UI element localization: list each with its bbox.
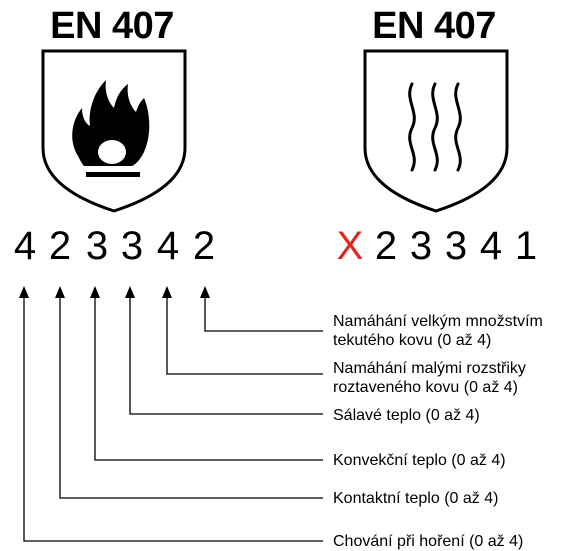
arrowhead-small-splashes xyxy=(162,286,172,298)
code-digit-large-molten-metal: 2 xyxy=(192,224,216,268)
code-digit-convective-heat: 3 xyxy=(85,224,109,268)
legend-line: roztaveného kovu (0 až 4) xyxy=(333,379,518,396)
flame-icon xyxy=(72,80,150,177)
arrowhead-large-molten-metal xyxy=(200,286,210,298)
connector-small-splashes xyxy=(166,297,323,375)
code-digit-small-splashes: 4 xyxy=(156,224,180,268)
legend-radiant-heat: Sálavé teplo (0 až 4) xyxy=(333,407,480,424)
legend-flame-behaviour: Chování při hoření (0 až 4) xyxy=(333,533,524,550)
code-digit-contact-heat: 2 xyxy=(48,224,72,268)
legend-large-molten-metal: Namáhání velkým množstvím tekutého kovu … xyxy=(333,312,543,350)
connector-contact-heat xyxy=(59,297,323,499)
code-digit-radiant-heat: 3 xyxy=(120,224,144,268)
arrowhead-contact-heat xyxy=(55,286,65,298)
legend-small-splashes: Namáhání malými rozstřiky roztaveného ko… xyxy=(333,359,526,397)
code-digit-small-splashes: 4 xyxy=(479,224,503,268)
legend-line: Namáhání malými rozstřiky xyxy=(333,360,526,377)
legend-line: Namáhání velkým množstvím xyxy=(333,313,543,330)
arrowhead-radiant-heat xyxy=(125,286,135,298)
code-digit-large-molten-metal: 1 xyxy=(514,224,538,268)
connector-flame-behaviour xyxy=(23,297,323,542)
connector-large-molten-metal xyxy=(204,297,323,332)
heat-shield xyxy=(363,49,509,213)
right-standard-title: EN 407 xyxy=(372,5,496,47)
legend-contact-heat: Kontaktní teplo (0 až 4) xyxy=(333,490,499,507)
legend-convective-heat: Konvekční teplo (0 až 4) xyxy=(333,452,506,469)
code-digit-flame-behaviour: 4 xyxy=(13,224,37,268)
code-digit-convective-heat: 3 xyxy=(409,224,433,268)
connector-radiant-heat xyxy=(129,297,323,415)
code-digit-flame-behaviour-untested: X xyxy=(336,224,364,268)
left-standard-title: EN 407 xyxy=(50,5,174,47)
code-digit-contact-heat: 2 xyxy=(374,224,398,268)
connector-convective-heat xyxy=(94,297,323,461)
heat-waves-icon xyxy=(408,82,462,172)
flame-shield xyxy=(41,49,187,213)
legend-line: tekutého kovu (0 až 4) xyxy=(333,332,492,349)
code-digit-radiant-heat: 3 xyxy=(444,224,468,268)
arrowhead-convective-heat xyxy=(90,286,100,298)
arrowhead-flame-behaviour xyxy=(19,286,29,298)
